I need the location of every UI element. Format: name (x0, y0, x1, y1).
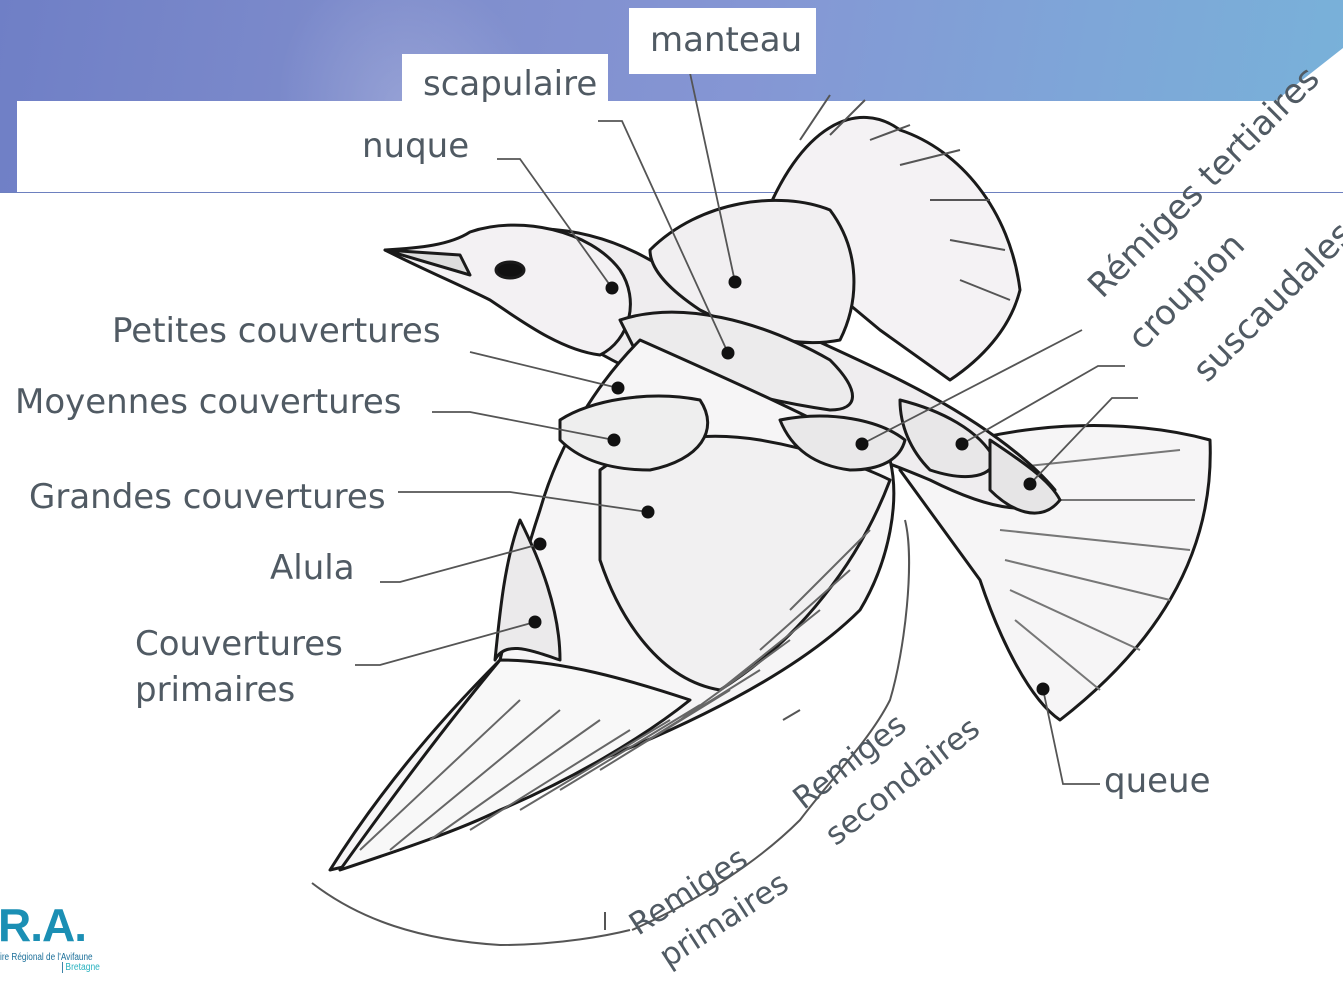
point-couv-prim (529, 616, 542, 629)
label-grandes-couvertures: Grandes couvertures (29, 479, 386, 516)
point-moyennes (608, 434, 621, 447)
label-couvertures-primaires-line2: primaires (135, 672, 295, 709)
logo-region: Bretagne (62, 962, 100, 973)
point-petites (612, 382, 625, 395)
point-grandes (642, 506, 655, 519)
label-scapulaire: scapulaire (423, 66, 597, 103)
label-nuque: nuque (362, 128, 469, 165)
point-croupion (956, 438, 969, 451)
point-nuque (606, 282, 619, 295)
leader-petites (470, 352, 618, 388)
point-tertiaires (856, 438, 869, 451)
point-manteau (729, 276, 742, 289)
label-petites-couvertures: Petites couvertures (112, 313, 441, 350)
label-moyennes-couvertures: Moyennes couvertures (15, 384, 402, 421)
observatoire-logo: R.A. ire Régional de l'Avifaune Bretagne (0, 898, 110, 983)
label-couvertures-primaires-line1: Couvertures (135, 626, 343, 663)
label-manteau: manteau (650, 22, 802, 59)
label-alula: Alula (270, 550, 355, 587)
point-alula (534, 538, 547, 551)
label-queue: queue (1104, 763, 1211, 800)
point-suscaudales (1024, 478, 1037, 491)
logo-mark: R.A. (0, 898, 86, 952)
point-scapulaire (722, 347, 735, 360)
point-queue (1037, 683, 1050, 696)
